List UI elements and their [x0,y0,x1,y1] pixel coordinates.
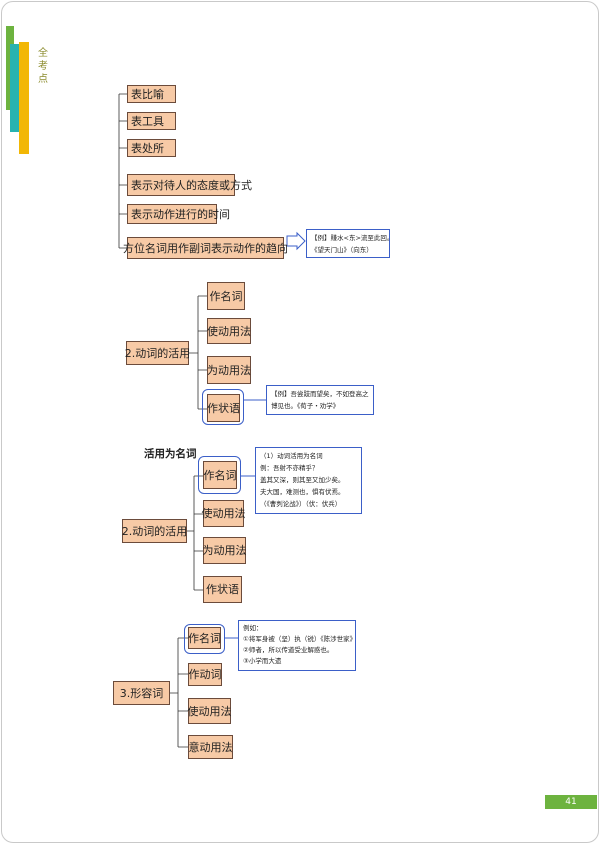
node-s3-item-1: 作名词 [203,461,237,489]
node-s3-item-3: 为动用法 [203,537,247,564]
node-s4-item-3: 使动用法 [188,698,232,724]
example-line: ②师者，所以传道受业解惑也。 [243,646,334,654]
example-line: 盖其又深，则其至又加少矣。 [260,476,345,484]
node-s4-item-1: 作名词 [188,627,221,649]
node-s2-item-2: 使动用法 [207,318,251,344]
example-line: （1）动词活用为名词 [260,452,323,460]
node-s1-item-6: 方位名词用作副词表示动作的趋向 [123,237,288,259]
example-box-s4: 例如： ①将军身被（坚）执（锐）《陈涉世家》 ②师者，所以传道受业解惑也。 ③小… [238,620,356,671]
decor-bar-yellow [19,42,29,154]
node-s4-root: 3.形容词 [113,681,170,705]
node-s4-item-2: 作动词 [188,663,222,686]
section3-label: 活用为名词 [144,448,197,460]
highlight-s3-item-1 [198,456,241,494]
example-line: 夫大国，难测也，惧有伏焉。 [260,488,345,496]
node-s1-item-2: 表工具 [127,112,176,130]
node-s4-item-4: 意动用法 [188,735,233,759]
node-s3-item-4: 作状语 [203,576,242,603]
example-line: 博见也。《荀子・劝学》 [271,402,340,410]
example-line: 《望天门山》（向东） [311,246,373,254]
example-line: 【例】赚水<东>流至此回。 [311,234,394,242]
example-line: 例如： [243,624,263,632]
example-box-s3: （1）动词活用为名词 例：吾射不亦精乎？ 盖其又深，则其至又加少矣。 夫大国，难… [255,447,362,514]
highlight-s2-item-4 [202,389,244,425]
node-s3-item-2: 使动用法 [202,500,246,527]
node-s2-root: 2.动词的活用 [125,341,190,365]
example-box-s2: 【例】吾尝跂而望矣，不如登高之 博见也。《荀子・劝学》 [266,385,374,415]
node-s2-item-4: 作状语 [207,394,240,422]
decor-bar-teal [10,44,19,132]
vertical-title: 全考点 [38,48,48,85]
node-s2-item-1: 作名词 [207,282,245,310]
node-s1-item-3: 表处所 [127,139,176,157]
example-line: ③小学而大遗 [243,657,282,665]
node-s2-item-3: 为动用法 [207,356,251,384]
example-line: ①将军身被（坚）执（锐）《陈涉世家》 [243,635,357,643]
example-line: （《曹刿论战》）（伏：伏兵） [260,500,342,508]
example-box-s1: 【例】赚水<东>流至此回。 《望天门山》（向东） [306,229,394,258]
example-line: 例：吾射不亦精乎？ [260,464,319,472]
page-number: 41 [545,795,597,809]
example-line: 【例】吾尝跂而望矣，不如登高之 [271,390,369,398]
node-s3-root: 2.动词的活用 [122,519,187,543]
node-s1-item-4: 表示对待人的态度或方式 [127,174,252,196]
node-s1-item-5: 表示动作进行的时间 [127,204,230,224]
node-s1-item-1: 表比喻 [127,85,176,103]
highlight-s4-item-1 [184,624,225,654]
